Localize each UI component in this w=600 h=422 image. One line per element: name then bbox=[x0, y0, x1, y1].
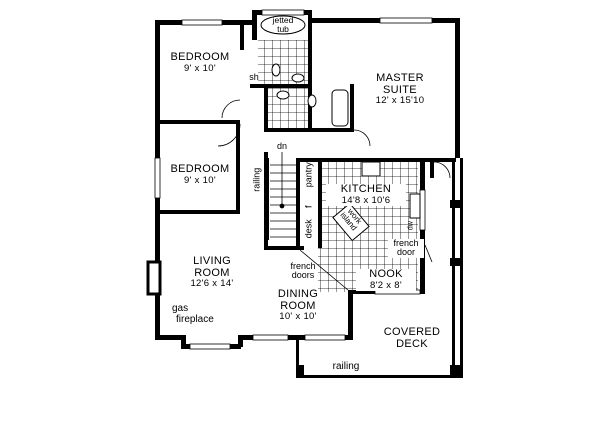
stair-railing-label: railing bbox=[251, 167, 262, 192]
deck-railing-label: railing bbox=[332, 361, 360, 372]
stairs bbox=[267, 152, 296, 240]
stairs-down-label: dn bbox=[276, 141, 287, 151]
jetted-tub bbox=[260, 15, 306, 35]
dining-room-label: DINING ROOM 10' x 10' bbox=[277, 288, 319, 323]
fireplace bbox=[146, 260, 162, 296]
desk-label: desk bbox=[303, 219, 314, 239]
shower-label: sh bbox=[249, 72, 259, 82]
fridge-label: f bbox=[303, 205, 314, 208]
windows bbox=[154, 9, 433, 350]
work-island bbox=[332, 202, 370, 242]
bedroom-top-label: BEDROOM 9' x 10' bbox=[170, 51, 230, 74]
sink-2 bbox=[276, 90, 290, 100]
dishwasher-label: dw bbox=[407, 221, 415, 231]
bedroom-mid-label: BEDROOM 9' x 10' bbox=[170, 163, 230, 186]
french-doors-label: french doors bbox=[290, 261, 316, 281]
fixtures bbox=[146, 15, 421, 296]
french-door-label: french door bbox=[388, 238, 424, 258]
door-swings bbox=[217, 99, 451, 291]
kitchen-label: KITCHEN 14'8 x 10'6 bbox=[326, 183, 406, 206]
stove bbox=[361, 161, 381, 177]
jetted-tub-label: jetted tub bbox=[272, 15, 294, 34]
bathtub bbox=[331, 89, 349, 127]
covered-deck-label: COVERED DECK bbox=[383, 326, 441, 350]
toilet-2 bbox=[307, 94, 317, 108]
toilet-1 bbox=[271, 63, 281, 77]
nook-label: NOOK 8'2 x 8' bbox=[356, 268, 416, 291]
kitchen-sink bbox=[409, 193, 421, 219]
sink-1 bbox=[291, 73, 305, 83]
gas-fireplace-label: gas fireplace bbox=[172, 303, 214, 325]
living-room-label: LIVING ROOM 12'6 x 14' bbox=[190, 255, 234, 290]
pantry-label: pantry bbox=[303, 162, 314, 188]
interior-walls bbox=[160, 15, 434, 250]
master-suite-label: MASTER SUITE 12' x 15'10 bbox=[375, 72, 425, 107]
